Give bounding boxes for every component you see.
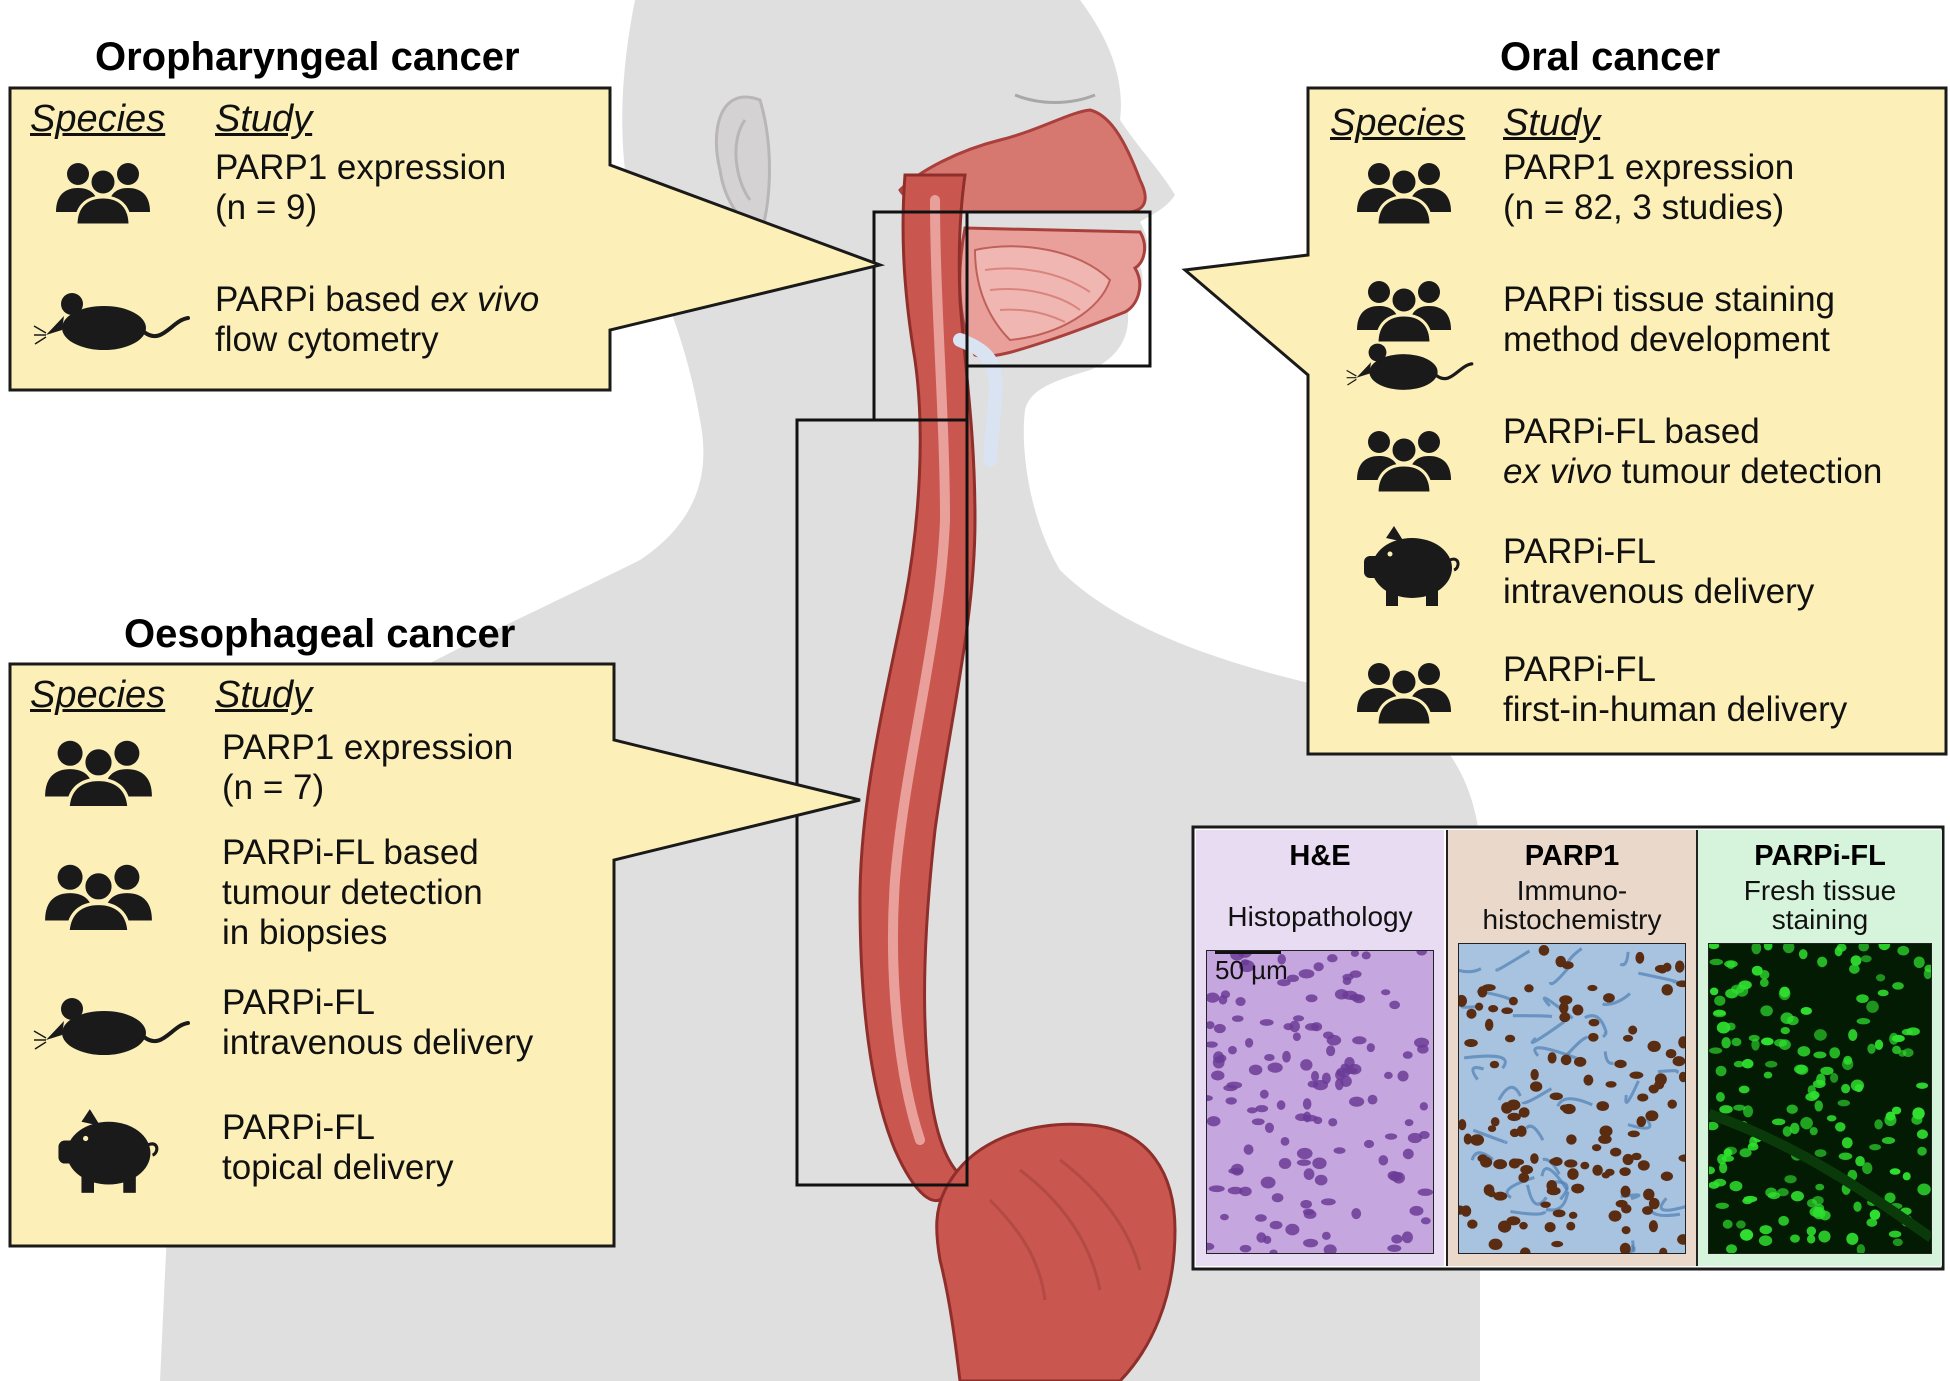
tissue-texture [1207, 951, 1433, 1253]
mouse-icon [1346, 343, 1474, 390]
micrograph-title: H&E [1289, 840, 1351, 872]
oral-cavity-box [965, 210, 1152, 368]
oropharyngeal-heading: Oropharyngeal cancer [95, 35, 520, 79]
species-header-oropharyngeal: Species [30, 98, 166, 140]
people-icon [1357, 163, 1451, 225]
oral-study-2: PARPi tissue staining method development [1503, 280, 1836, 359]
study-header-oropharyngeal: Study [215, 98, 313, 140]
micrograph-subtitle: Fresh tissue staining [1743, 875, 1897, 935]
oesophageal-heading: Oesophageal cancer [124, 612, 516, 656]
species-header-oral: Species [1330, 102, 1466, 144]
micrograph-parp1: PARP1 Immuno- histochemistry [1446, 830, 1696, 1266]
micrograph-title: PARP1 [1524, 840, 1620, 872]
study-header-oesophageal: Study [215, 674, 313, 716]
study-header-oral: Study [1503, 102, 1601, 144]
oral-study-5: PARPi-FL first-in-human delivery [1503, 650, 1848, 729]
people-icon [45, 864, 152, 930]
scale-bar-label: 50 µm [1215, 955, 1288, 985]
people-icon [1357, 431, 1451, 493]
oral-heading: Oral cancer [1500, 35, 1721, 79]
micrograph-image [1458, 943, 1686, 1254]
micrograph-image [1708, 943, 1932, 1254]
oral-study-4: PARPi-FL intravenous delivery [1503, 532, 1815, 611]
oral-callout [1181, 86, 1948, 756]
people-icon [56, 163, 150, 225]
mouse-icon [33, 293, 190, 350]
tissue-texture [1459, 944, 1685, 1253]
oral-study-3: PARPi-FL based ex vivo tumour detection [1503, 412, 1883, 491]
oral-study-1: PARP1 expression (n = 82, 3 studies) [1503, 148, 1795, 227]
oesophageal-study-1: PARP1 expression (n = 7) [222, 728, 514, 807]
oesophageal-study-3: PARPi-FL intravenous delivery [222, 983, 534, 1062]
oropharyngeal-study-1: PARP1 expression (n = 9) [215, 148, 507, 227]
oesophageal-callout [8, 662, 861, 1248]
tissue-texture [1709, 944, 1931, 1253]
micrograph-he: H&E Histopathology 50 µm [1196, 830, 1444, 1266]
stomach [935, 1122, 1177, 1381]
people-icon [1357, 281, 1451, 343]
oesophageal-study-2: PARPi-FL based tumour detection in biops… [222, 833, 483, 952]
micrograph-subtitle: Immuno- histochemistry [1482, 875, 1662, 935]
scale-bar [1215, 951, 1281, 954]
oesophageal-study-4: PARPi-FL topical delivery [222, 1108, 454, 1187]
micrograph-image: 50 µm [1206, 950, 1434, 1254]
people-icon [45, 740, 152, 806]
mouse-icon [33, 998, 190, 1055]
micrograph-subtitle: Histopathology [1227, 901, 1413, 932]
oropharyngeal-callout [8, 86, 886, 392]
people-icon [1357, 663, 1451, 725]
micrograph-parpi-fl: PARPi-FL Fresh tissue staining [1696, 830, 1942, 1266]
pig-icon [1364, 526, 1460, 606]
micrograph-title: PARPi-FL [1754, 840, 1886, 872]
oropharyngeal-study-2: PARPi based ex vivo flow cytometry [215, 280, 540, 359]
pig-icon [58, 1109, 159, 1193]
species-header-oesophageal: Species [30, 674, 166, 716]
